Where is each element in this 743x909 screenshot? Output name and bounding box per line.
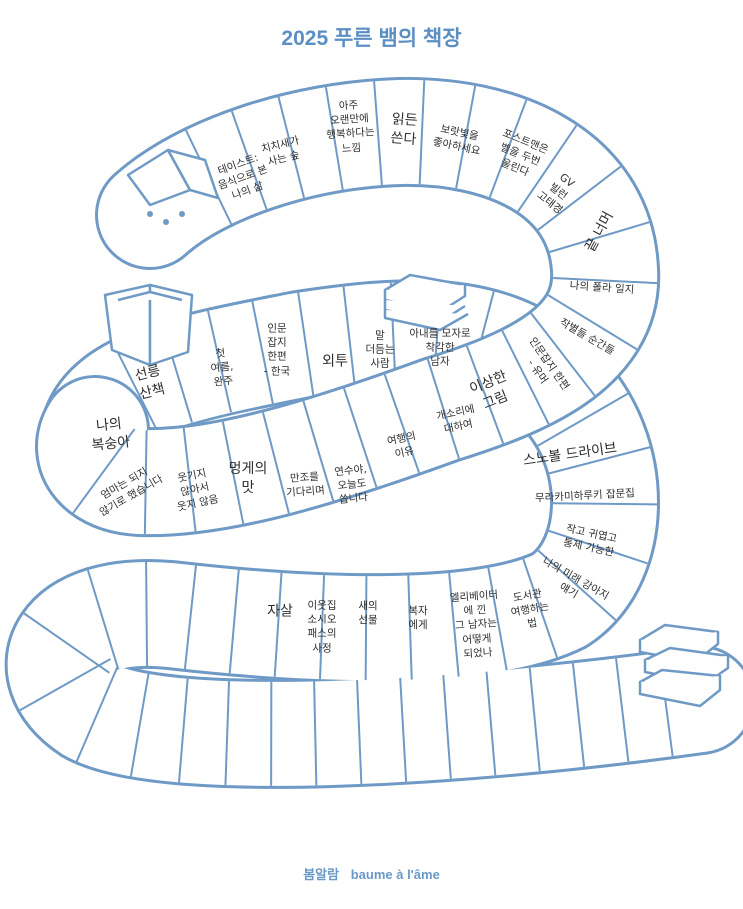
shelf-divider (501, 330, 550, 425)
shelf-divider (547, 294, 638, 351)
shelf-divider (318, 575, 326, 680)
book-title: 이웃집 소시오 패스의 사정 (307, 599, 337, 655)
shelf-divider (183, 565, 197, 670)
shelf-divider (343, 388, 378, 488)
shelf-divider (324, 86, 344, 190)
book-title: 새의 선물 (358, 599, 378, 626)
shelf-divider (143, 430, 148, 535)
book-title: 자살 (267, 603, 293, 620)
shelf-divider (487, 567, 508, 671)
shelf-divider (251, 301, 274, 404)
book-stack-icon (383, 273, 469, 332)
snake-fill (7, 282, 743, 786)
shelf-divider (442, 675, 452, 779)
shelf-divider (129, 673, 150, 777)
snake-body-upper (35, 76, 661, 538)
book-title: 인문 잡지 한편 - 한국 (263, 322, 291, 378)
publisher-name-fr: baume à l'âme (350, 867, 440, 882)
open-book-icon (126, 148, 220, 207)
shelf-divider (75, 665, 119, 762)
shelf-divider (552, 502, 658, 506)
page-title: 2025 푸른 뱀의 책장 (281, 27, 462, 50)
shelf-divider (277, 96, 306, 199)
shelf-divider (302, 400, 335, 502)
publisher-name-ko: 봄알람 (303, 867, 340, 882)
shelf-divider (383, 374, 421, 474)
shelf-divider (517, 124, 578, 213)
book-title: 도서관 여행하는 법 (509, 587, 551, 631)
shelf-divider (221, 421, 245, 524)
book-title: 여행의 이유 (386, 430, 417, 461)
shelf-divider (373, 81, 383, 186)
shelf-divider (364, 576, 368, 681)
book-title: 읽든 쓴다 (389, 111, 419, 148)
shelf-divider (522, 558, 559, 658)
shelf-divider (448, 572, 460, 677)
shelf-divider (426, 359, 460, 459)
book-title: 아주 오랜만에 행복하다는 느낌 (325, 99, 376, 155)
book-title: 외투 (322, 353, 348, 370)
shelf-divider (407, 575, 413, 680)
shelf-divider (488, 99, 528, 198)
shelf-divider (207, 310, 232, 413)
shelf-divider (228, 569, 240, 674)
shelf-divider (537, 549, 617, 621)
shelf-divider (297, 292, 315, 396)
book-title: 아내를 모자로 착각한 남자 (409, 327, 471, 369)
book-title: 복자 에게 (408, 604, 428, 631)
shelf-divider (537, 392, 629, 447)
shelf-divider (549, 221, 650, 253)
book-title: 만조를 기다리며 (285, 470, 326, 500)
shelf-divider (86, 569, 120, 670)
shelf-divider (182, 427, 197, 532)
book-title: 엘리베이터 에 낀 그 남자는 어떻게 되었나 (449, 588, 499, 661)
shelf-divider (399, 677, 408, 782)
shelf-divider (145, 561, 149, 666)
book-title: 연수야, 오늘도 씁니다 (333, 463, 369, 507)
book-title: 웃기지 않아서 웃지 않음 (176, 467, 220, 515)
shelf-divider (23, 612, 110, 674)
shelf-divider (528, 667, 541, 772)
shelf-divider (19, 658, 111, 712)
snake-eyes-icon (147, 211, 185, 225)
shelf-divider (485, 671, 497, 776)
shelf-divider (548, 529, 648, 565)
shelf-divider (230, 110, 268, 210)
shelf-divider (313, 681, 318, 786)
book-title: 나의 복숭아 (90, 415, 131, 454)
book-stack-right-icon (638, 623, 730, 708)
shelf-divider (418, 80, 426, 185)
shelf-divider (553, 276, 658, 285)
shelf-divider (356, 680, 363, 785)
shelf-divider (571, 663, 586, 767)
shelf-divider (455, 85, 477, 189)
shelf-divider (178, 678, 189, 783)
book-title: 말 더듬는 사람 (365, 329, 395, 371)
standing-book-icon (103, 283, 194, 367)
shelf-divider (273, 572, 283, 677)
shelf-divider (111, 341, 161, 436)
shelf-divider (72, 428, 136, 514)
snake-fill (38, 79, 658, 535)
shelf-divider (262, 412, 290, 514)
shelf-divider (548, 446, 651, 475)
shelf-divider (465, 345, 505, 444)
shelf-divider (530, 312, 596, 397)
shelf-divider (342, 286, 357, 391)
shelf-divider (537, 165, 622, 231)
book-title: 첫 여름, 완주 (210, 347, 234, 389)
shelf-divider (224, 681, 231, 786)
shelf-divider (615, 658, 630, 762)
publisher-logo: 봄알람 baume à l'âme (0, 864, 743, 883)
book-title: 멍게의 맛 (228, 461, 268, 496)
snake-body-lower (4, 279, 743, 789)
